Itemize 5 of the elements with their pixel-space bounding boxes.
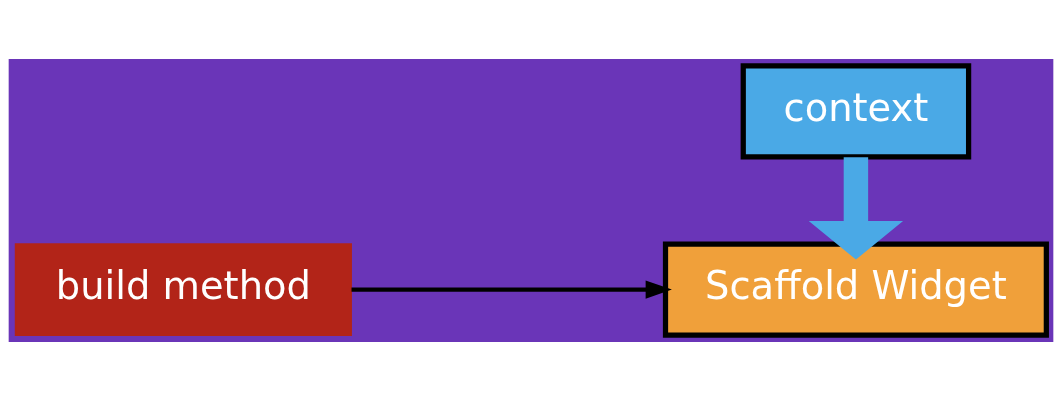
- arrow: [808, 156, 904, 260]
- node-box: context: [740, 62, 972, 159]
- arrow: [351, 279, 672, 299]
- node-box: build method: [14, 242, 352, 336]
- node-box: Scaffold Widget: [662, 241, 1049, 338]
